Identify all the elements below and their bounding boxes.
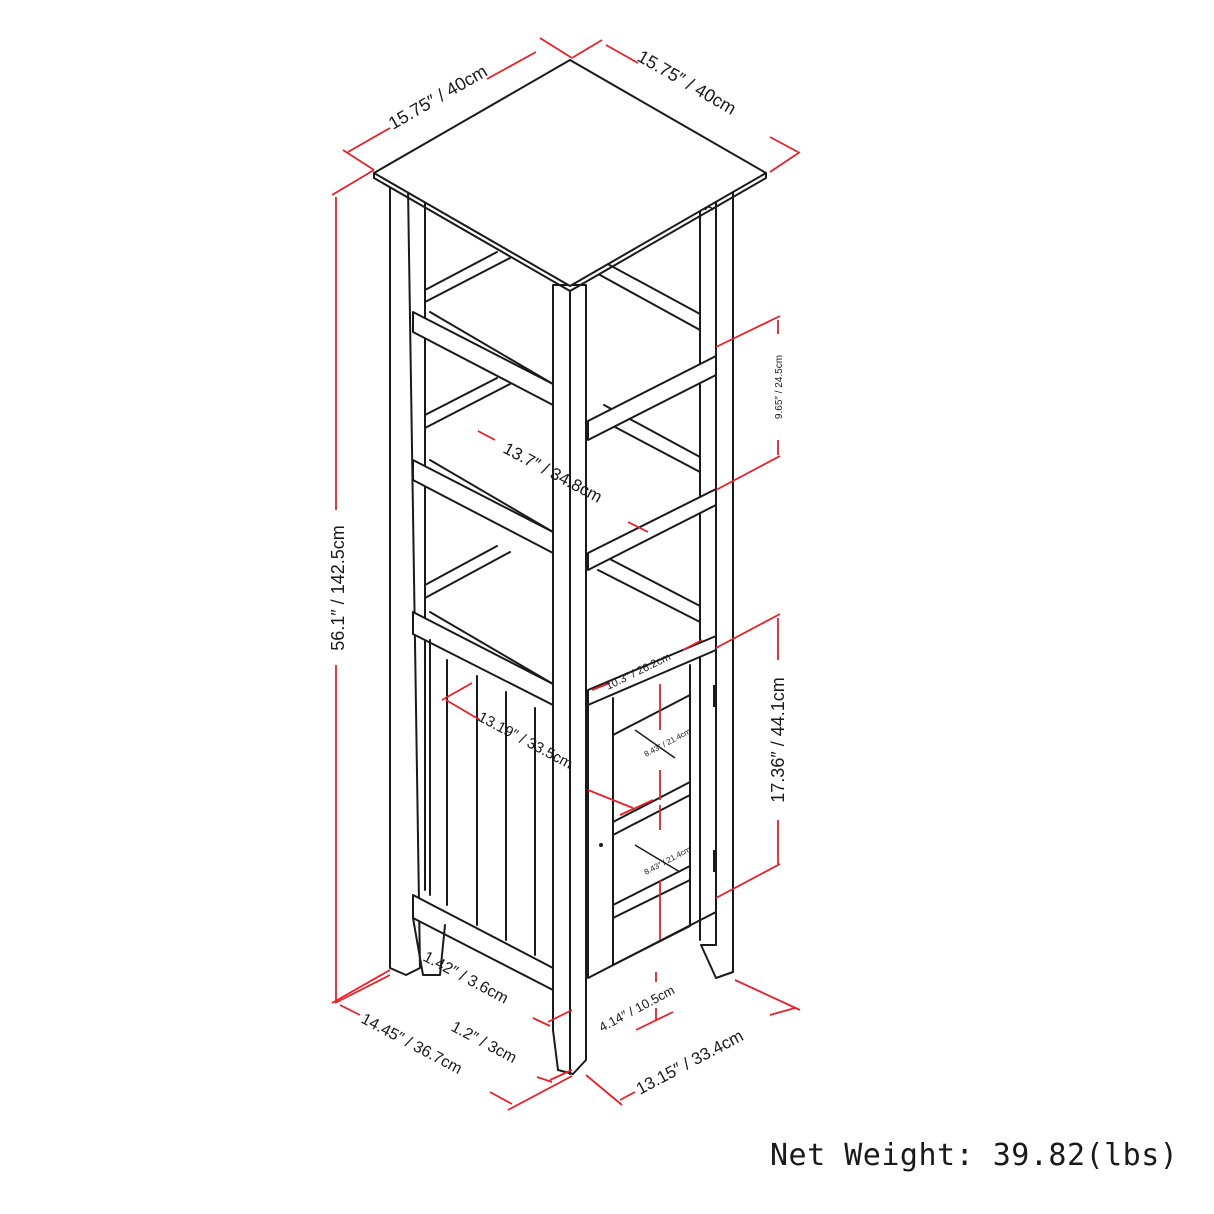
label-overall-height: 56.1″ / 142.5cm — [328, 525, 348, 650]
cabinet-top — [373, 59, 767, 292]
label-cabinet-height: 17.36″ / 44.1cm — [768, 677, 788, 802]
cabinet-drawing — [373, 59, 767, 1075]
label-base-depth: 14.45″ / 36.7cm — [358, 1011, 464, 1078]
label-base-width: 13.15″ / 33.4cm — [633, 1026, 747, 1098]
hinge-top — [713, 685, 717, 707]
back-left-post — [389, 187, 426, 976]
label-ground-clearance: 4.14″ / 10.5cm — [596, 982, 677, 1034]
door-knob — [599, 843, 603, 847]
label-shelf-spacing: 9.65″ / 24.5cm — [774, 355, 785, 419]
front-post — [552, 284, 587, 1075]
hinge-bottom — [713, 850, 717, 872]
label-cabinet-shelf-upper: 8.43″ / 21.4cm — [643, 727, 693, 759]
net-weight-label: Net Weight: 39.82(lbs) — [770, 1138, 1179, 1173]
label-cabinet-shelf-lower: 8.43″ / 21.4cm — [643, 845, 693, 877]
dimension-lines — [331, 37, 801, 1111]
cabinet-door — [587, 635, 717, 979]
shelf-3 — [412, 611, 554, 706]
